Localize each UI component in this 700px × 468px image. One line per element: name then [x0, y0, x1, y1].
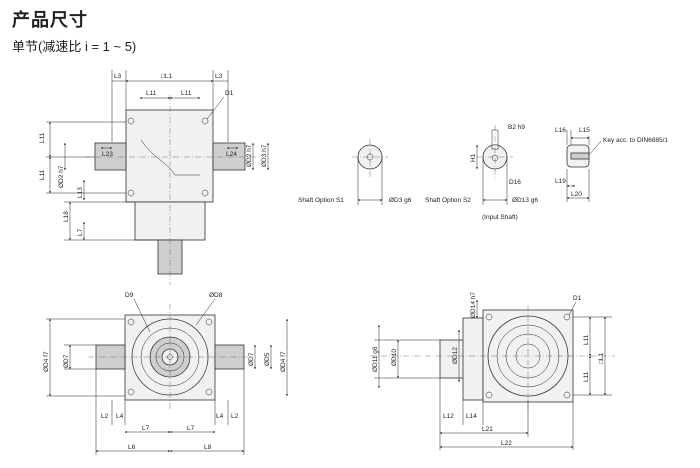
dim-L11: L11 [181, 90, 192, 97]
dim-D8: ØD8 [209, 292, 223, 299]
key [570, 152, 590, 160]
bolt-hole [127, 189, 135, 197]
dim-D2-right: ØD2 h7 [246, 144, 253, 167]
dim-L8: L8 [204, 444, 212, 451]
dim-L16: L16 [555, 127, 566, 134]
label-input-shaft: (Input Shaft) [482, 214, 518, 221]
dim-D16: D16 [509, 179, 521, 186]
page-subtitle: 单节(减速比 i = 1 ~ 5) [12, 39, 137, 54]
dim-D1: D1 [225, 90, 234, 97]
dim-L6: L6 [128, 444, 136, 451]
dim-D9: D9 [125, 292, 134, 299]
bolt-hole [201, 189, 209, 197]
label-key-note: Key acc. to DIN6885/1 [603, 137, 668, 144]
dim-L20: L20 [571, 191, 582, 198]
dim-L22: L22 [501, 440, 512, 447]
key-detail: L16 L15 Key acc. to DIN6885/1 L19 L20 [555, 127, 668, 202]
dim-L7-top: L7 [142, 425, 150, 432]
dim-D1-front: D1 [573, 295, 582, 302]
dim-D14: ØD14 h7 [470, 292, 477, 318]
front-view: D1 L11 L11 □L1 ØD11 g6 ØD10 ØD12 ØD14 h7 [370, 292, 615, 450]
top-view: D9 ØD8 ØD4 f7 ØD7 ØD7 ØD5 ØD4 f7 L2 [43, 292, 288, 455]
front-collar [462, 317, 484, 401]
shaft-option-s1: Shaft Option S1 ØD3 g6 [298, 138, 412, 205]
label-shaft-option-s1: Shaft Option S1 [298, 197, 344, 204]
dim-L4: L4 [116, 413, 124, 420]
dim-L2-right: L2 [231, 413, 239, 420]
dim-L11-v: L11 [39, 132, 46, 143]
dim-D3: ØD3 h7 [261, 144, 268, 167]
dim-L3-right: L3 [215, 73, 223, 80]
internal-gear-line [140, 139, 200, 176]
dim-L11-front: L11 [583, 371, 590, 382]
dim-D5: ØD5 [264, 352, 271, 366]
dim-H1: H1 [470, 153, 477, 162]
dim-L24: L24 [226, 151, 237, 158]
dim-D10: ØD10 [391, 349, 398, 366]
dim-L18: L18 [63, 211, 70, 222]
shaft-option-s2: B2 h9 H1 D16 Shaft Option S2 ØD13 g6 (In… [425, 124, 538, 221]
bolt-hole [127, 117, 135, 125]
dim-L14: L14 [466, 413, 477, 420]
page-title: 产品尺寸 [12, 10, 88, 30]
dim-L7: L7 [77, 228, 84, 236]
dim-box-L1: □L1 [161, 73, 173, 80]
dim-L7-top: L7 [187, 425, 195, 432]
dim-D7: ØD7 [63, 354, 70, 368]
dim-D11: ØD11 g6 [372, 346, 379, 372]
dim-L13: L13 [77, 187, 84, 198]
dim-L12: L12 [443, 413, 454, 420]
dim-L3-left: L3 [114, 73, 122, 80]
label-shaft-option-s2: Shaft Option S2 [425, 197, 471, 204]
dim-L11-v: L11 [39, 169, 46, 180]
dim-L23: L23 [102, 151, 113, 158]
dim-D4-right: ØD4 f7 [280, 351, 287, 372]
housing-body [125, 109, 214, 203]
dim-box-L1-front: □L1 [598, 352, 605, 364]
dim-D13-g6: ØD13 g6 [512, 197, 538, 204]
dim-L2: L2 [101, 413, 109, 420]
dim-L15: L15 [579, 127, 590, 134]
dim-D3-g6: ØD3 g6 [389, 197, 412, 204]
dim-D4: ØD4 f7 [43, 351, 50, 372]
dim-D12: ØD12 [452, 347, 459, 364]
dim-L4-right: L4 [216, 413, 224, 420]
dim-L11-front: L11 [583, 334, 590, 345]
dim-B2: B2 h9 [508, 124, 525, 131]
dim-L19: L19 [555, 178, 566, 185]
dim-L11: L11 [146, 90, 157, 97]
dim-L21: L21 [482, 426, 493, 433]
side-view: □L1 L3 L3 L11 L11 D1 L11 L11 ØD2 h7 L13 … [39, 70, 269, 285]
bolt-hole [201, 117, 209, 125]
dim-D7-right: ØD7 [248, 352, 255, 366]
dim-D2: ØD2 h7 [58, 165, 65, 188]
